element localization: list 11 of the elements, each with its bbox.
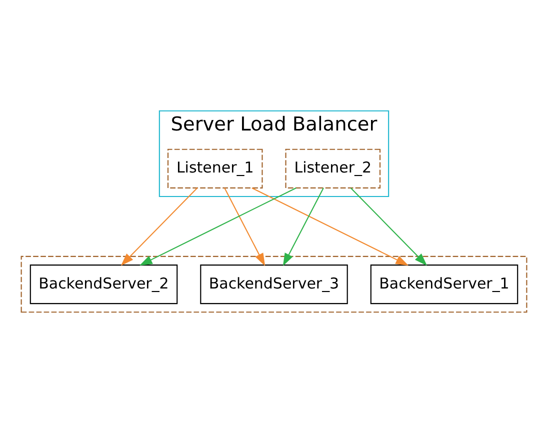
arrow bbox=[139, 188, 296, 266]
node-box: BackendServer_3 bbox=[200, 264, 348, 304]
arrow bbox=[252, 188, 409, 266]
arrow bbox=[282, 188, 324, 266]
node-box: BackendServer_2 bbox=[30, 264, 178, 304]
node-box: Listener_2 bbox=[285, 148, 381, 188]
node-box: Listener_1 bbox=[167, 148, 263, 188]
arrow bbox=[120, 188, 198, 266]
arrow bbox=[350, 188, 428, 266]
arrow bbox=[224, 188, 266, 266]
node-box: BackendServer_1 bbox=[370, 264, 518, 304]
